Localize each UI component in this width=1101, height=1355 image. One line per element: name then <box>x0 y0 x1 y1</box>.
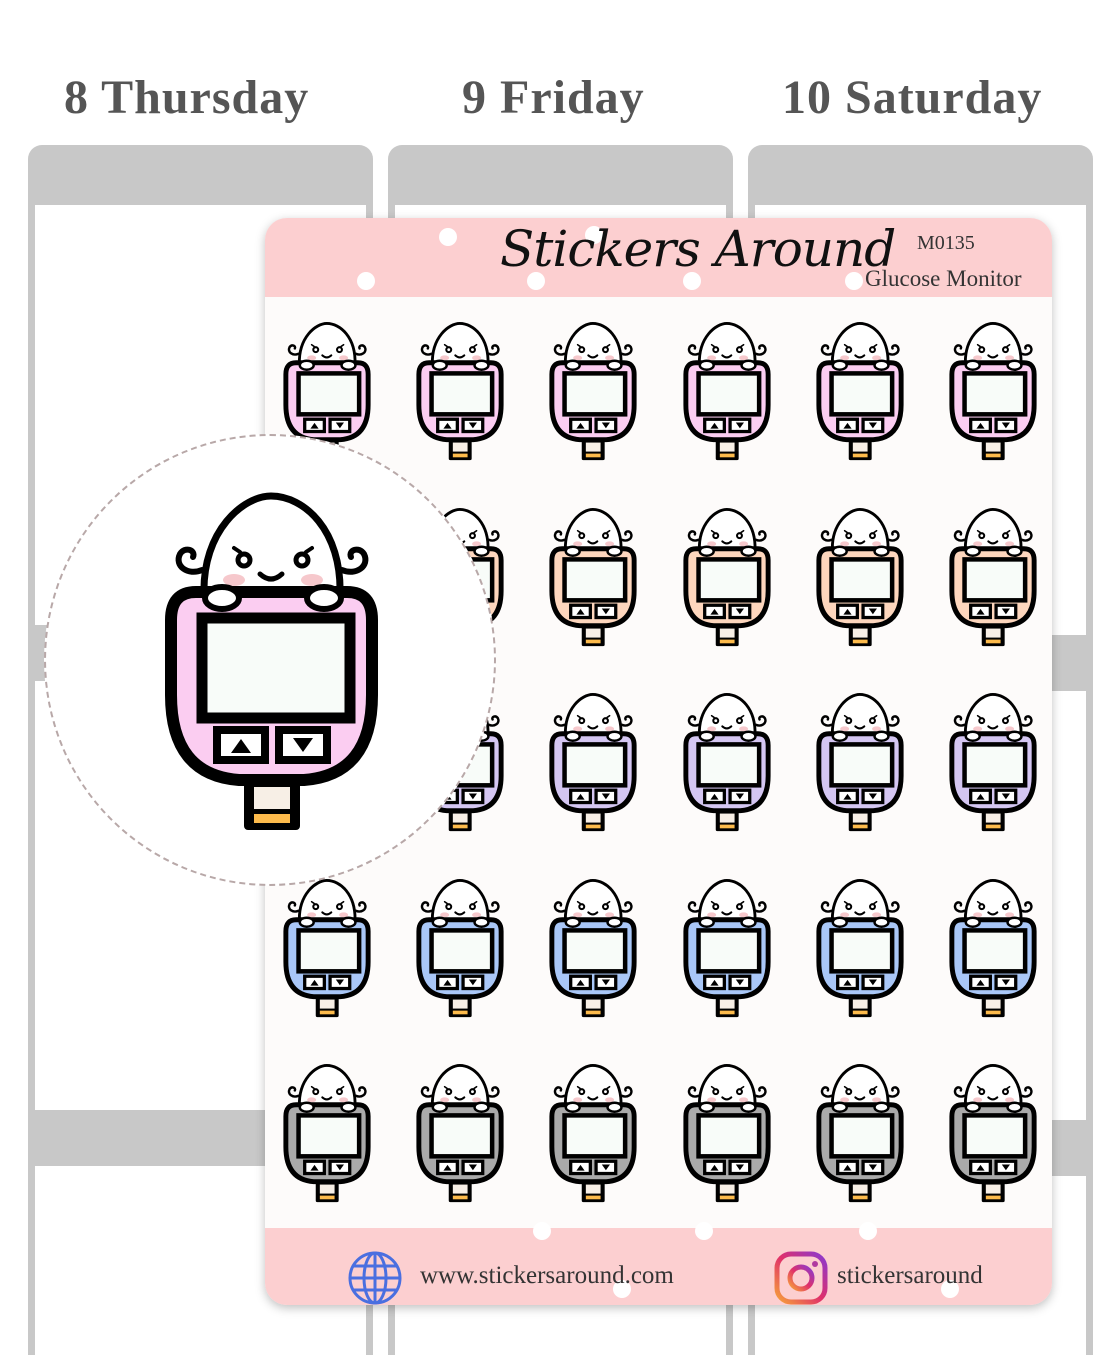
glucose-monitor-icon <box>549 693 637 832</box>
sticker-glucose-monitor <box>949 1062 1037 1204</box>
product-code: M0135 <box>917 232 975 254</box>
glucose-monitor-icon <box>283 322 371 461</box>
glucose-monitor-icon <box>683 1064 771 1203</box>
sticker-glucose-monitor <box>549 320 637 462</box>
sticker-glucose-monitor <box>683 691 771 833</box>
glucose-monitor-icon <box>683 693 771 832</box>
glucose-monitor-icon <box>549 878 637 1017</box>
glucose-monitor-icon <box>283 1064 371 1203</box>
sticker-glucose-monitor <box>416 877 504 1019</box>
glucose-monitor-icon <box>949 1064 1037 1203</box>
glucose-monitor-icon <box>416 1064 504 1203</box>
sticker-glucose-monitor <box>816 1062 904 1204</box>
glucose-monitor-sticker-large <box>164 490 379 832</box>
day-header-friday: 9 Friday <box>462 71 645 124</box>
glucose-monitor-icon <box>165 492 378 830</box>
sticker-glucose-monitor <box>283 320 371 462</box>
sticker-glucose-monitor <box>416 1062 504 1204</box>
glucose-monitor-icon <box>816 322 904 461</box>
sticker-glucose-monitor <box>816 691 904 833</box>
sticker-glucose-monitor <box>549 506 637 648</box>
glucose-monitor-icon <box>949 878 1037 1017</box>
sticker-glucose-monitor <box>283 877 371 1019</box>
sticker-glucose-monitor <box>683 320 771 462</box>
glucose-monitor-icon <box>949 507 1037 646</box>
sticker-glucose-monitor <box>416 320 504 462</box>
sticker-glucose-monitor <box>816 320 904 462</box>
glucose-monitor-icon <box>949 693 1037 832</box>
glucose-monitor-icon <box>549 507 637 646</box>
sticker-glucose-monitor <box>549 1062 637 1204</box>
instagram-icon <box>774 1251 828 1305</box>
sticker-glucose-monitor <box>816 877 904 1019</box>
sheet-header: Stickers Around M0135 Glucose Monitor <box>265 218 1052 297</box>
product-name: Glucose Monitor <box>865 266 1022 291</box>
sticker-glucose-monitor <box>683 877 771 1019</box>
glucose-monitor-icon <box>816 507 904 646</box>
glucose-monitor-icon <box>549 322 637 461</box>
glucose-monitor-icon <box>416 322 504 461</box>
sticker-preview-magnifier <box>44 434 496 886</box>
sticker-glucose-monitor <box>816 506 904 648</box>
sticker-glucose-monitor <box>683 1062 771 1204</box>
glucose-monitor-icon <box>683 507 771 646</box>
glucose-monitor-icon <box>549 1064 637 1203</box>
sticker-glucose-monitor <box>549 877 637 1019</box>
sheet-footer: www.stickersaround.com stickersaround <box>265 1222 1052 1305</box>
glucose-monitor-icon <box>283 878 371 1017</box>
day-header-thursday: 8 Thursday <box>64 71 310 124</box>
globe-icon <box>348 1251 402 1305</box>
glucose-monitor-icon <box>816 1064 904 1203</box>
brand-logo: Stickers Around <box>500 220 896 278</box>
glucose-monitor-icon <box>416 878 504 1017</box>
glucose-monitor-icon <box>816 693 904 832</box>
glucose-monitor-icon <box>816 878 904 1017</box>
sticker-glucose-monitor <box>683 506 771 648</box>
sticker-glucose-monitor <box>283 1062 371 1204</box>
sticker-glucose-monitor <box>549 691 637 833</box>
instagram-handle[interactable]: stickersaround <box>837 1262 983 1289</box>
day-header-saturday: 10 Saturday <box>782 71 1043 124</box>
glucose-monitor-icon <box>683 322 771 461</box>
glucose-monitor-icon <box>683 878 771 1017</box>
website-link[interactable]: www.stickersaround.com <box>420 1262 674 1289</box>
glucose-monitor-icon <box>949 322 1037 461</box>
sticker-glucose-monitor <box>949 877 1037 1019</box>
sticker-glucose-monitor <box>949 506 1037 648</box>
sticker-glucose-monitor <box>949 320 1037 462</box>
sticker-glucose-monitor <box>949 691 1037 833</box>
